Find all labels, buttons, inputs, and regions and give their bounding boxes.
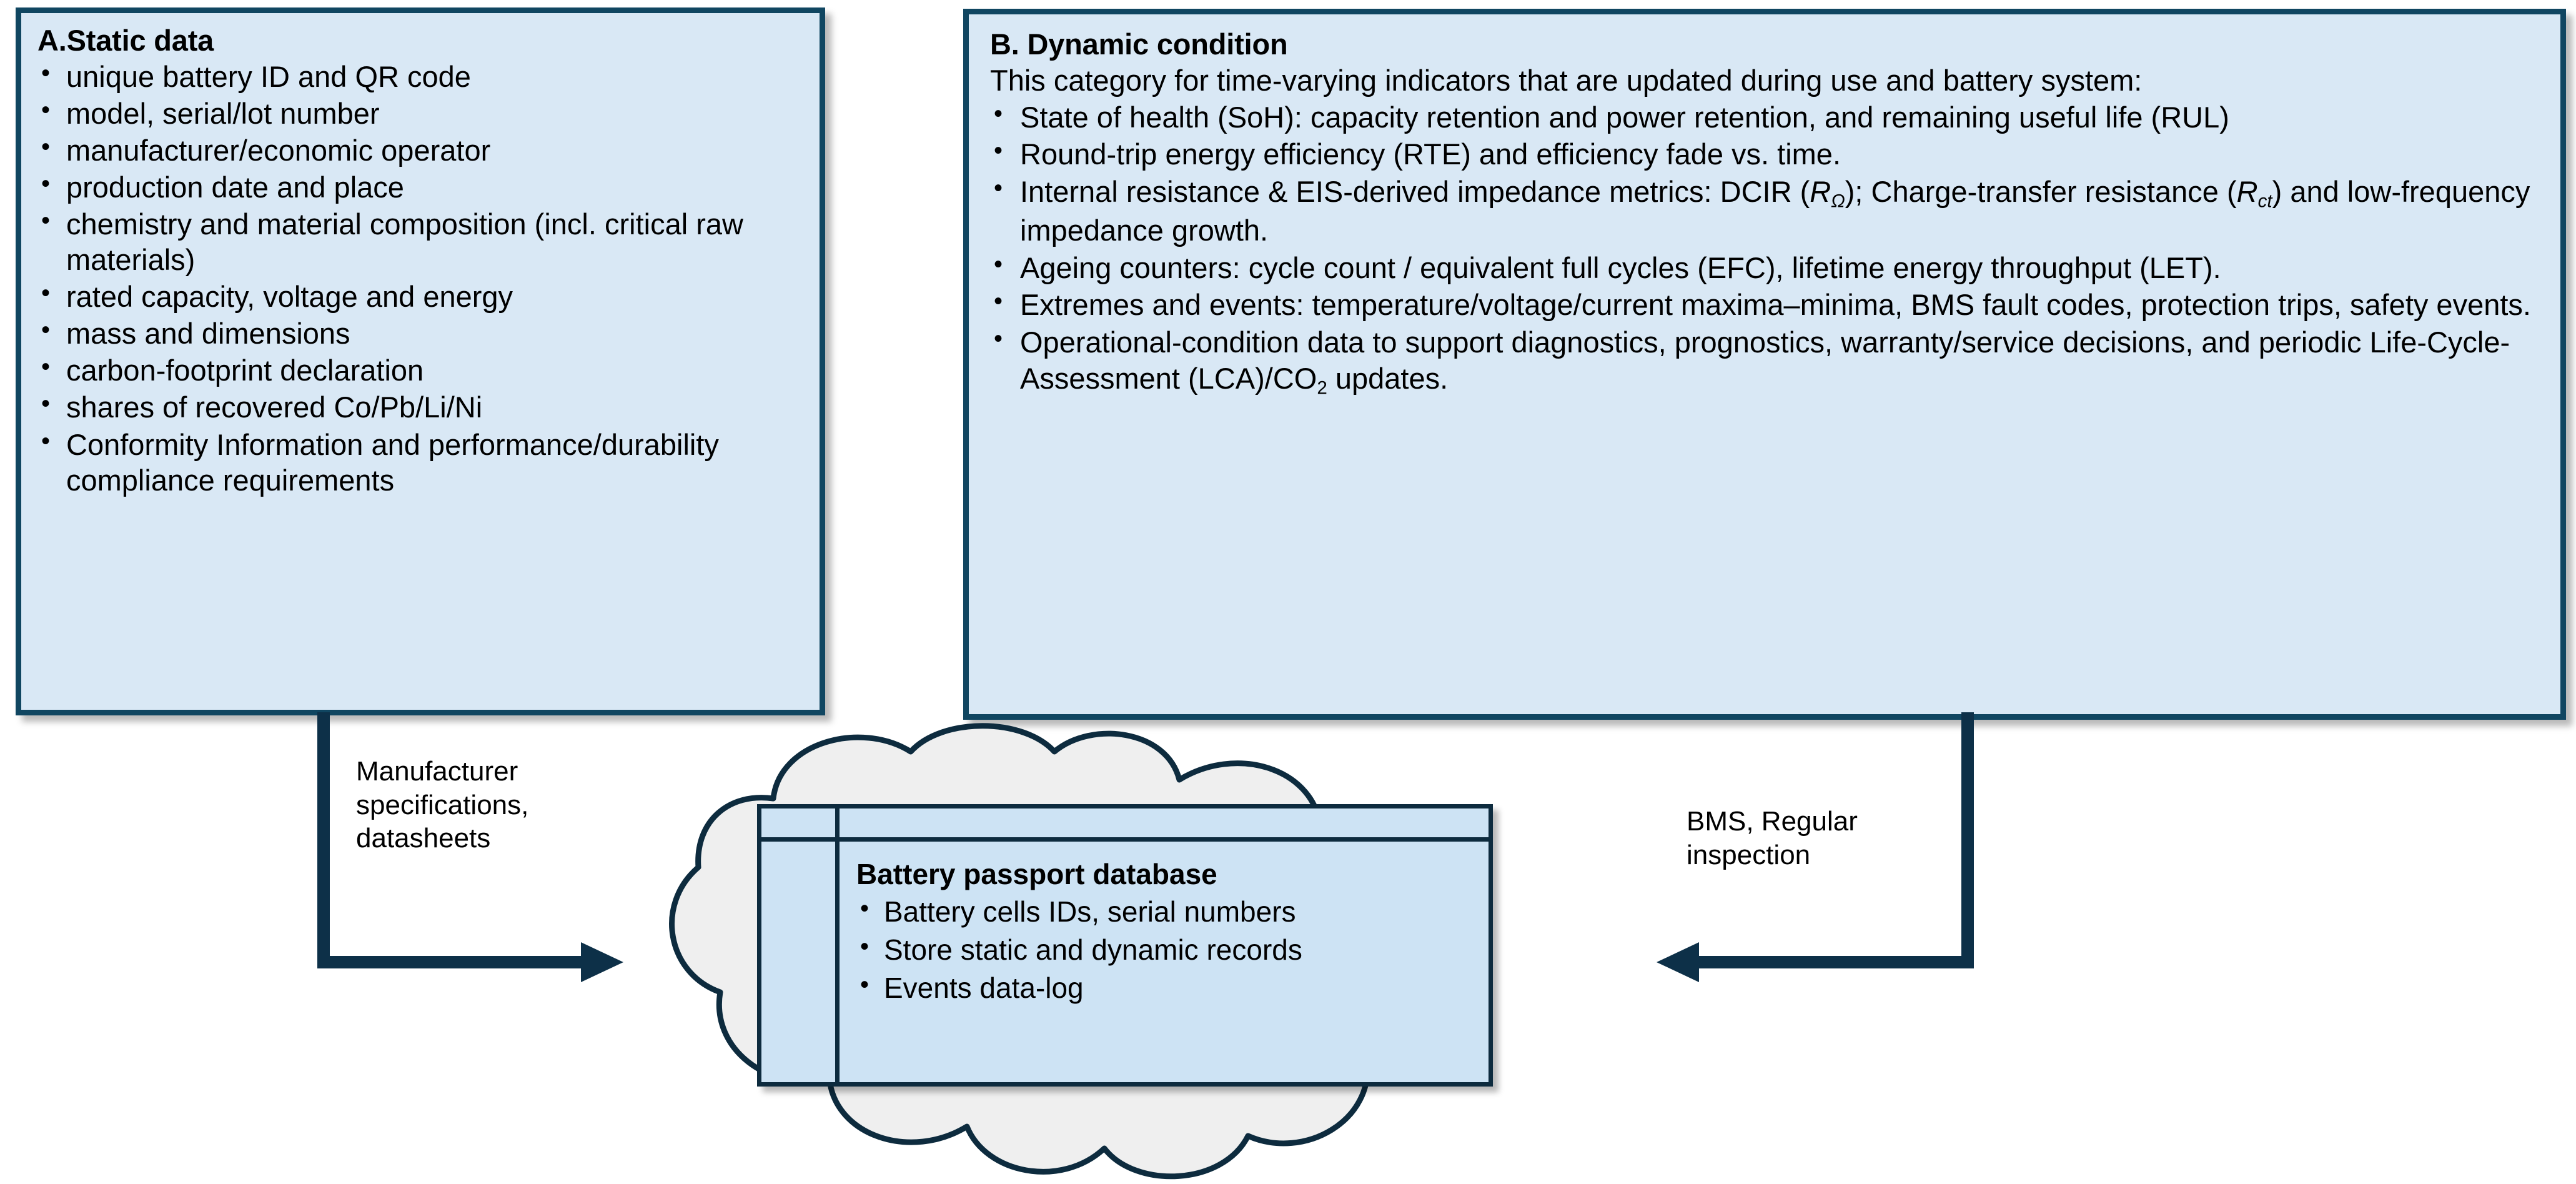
list-item: Extremes and events: temperature/voltage… [990, 286, 2542, 323]
list-item-operational: Operational-condition data to support di… [990, 324, 2542, 399]
box-b-title: B. Dynamic condition [990, 27, 1288, 61]
arrow-right-label: BMS, Regular inspection [1687, 806, 1858, 870]
arrow-left-label: Manufacturer specifications, datasheets [356, 756, 529, 854]
list-item-internal-resistance: Internal resistance & EIS-derived impeda… [990, 173, 2542, 249]
db-header-row [761, 808, 1489, 842]
db-bullet-list: Battery cells IDs, serial numbers Store … [856, 893, 1482, 1006]
list-item: model, serial/lot number [37, 95, 803, 131]
list-item: Battery cells IDs, serial numbers [856, 893, 1482, 930]
arrow-static-to-cloud [317, 712, 623, 982]
list-item: mass and dimensions [37, 315, 803, 351]
arrow-bms-to-cloud [1657, 712, 1974, 982]
list-item: production date and place [37, 169, 803, 205]
list-item: Round-trip energy efficiency (RTE) and e… [990, 136, 2542, 172]
db-content: Battery passport database Battery cells … [848, 850, 1482, 1082]
battery-passport-database-box: Battery passport database Battery cells … [757, 804, 1493, 1087]
list-item: Conformity Information and performance/d… [37, 426, 803, 498]
text-part: Internal resistance & EIS-derived impeda… [1020, 174, 1810, 208]
box-a-title: A.Static data [37, 24, 214, 57]
static-data-box: A.Static data unique battery ID and QR c… [16, 7, 825, 715]
box-b-bullet-list: State of health (SoH): capacity retentio… [990, 99, 2542, 399]
text-part: updates. [1327, 361, 1449, 395]
list-item: Ageing counters: cycle count / equivalen… [990, 249, 2542, 286]
list-item: State of health (SoH): capacity retentio… [990, 99, 2542, 136]
list-item: unique battery ID and QR code [37, 58, 803, 94]
text-part: ) and low-frequency impedance growth. [1020, 174, 2530, 247]
list-item: Store static and dynamic records [856, 932, 1482, 968]
list-item: chemistry and material composition (incl… [37, 206, 803, 277]
math-var-r: R [2236, 174, 2258, 208]
math-var-r: R [1810, 174, 1831, 208]
db-title: Battery passport database [856, 858, 1217, 890]
box-a-bullet-list: unique battery ID and QR code model, ser… [37, 58, 803, 498]
db-column-divider [835, 808, 840, 1082]
list-item: shares of recovered Co/Pb/Li/Ni [37, 389, 803, 425]
math-subscript-ct: ct [2257, 191, 2272, 212]
box-b-intro: This category for time-varying indicator… [990, 63, 2143, 97]
list-item: carbon-footprint declaration [37, 352, 803, 388]
list-item: Events data-log [856, 970, 1482, 1006]
math-subscript-omega: Ω [1831, 191, 1845, 212]
list-item: rated capacity, voltage and energy [37, 278, 803, 314]
text-part: ); Charge-transfer resistance ( [1845, 174, 2237, 208]
dynamic-condition-box: B. Dynamic condition This category for t… [963, 9, 2566, 720]
list-item: manufacturer/economic operator [37, 132, 803, 168]
subscript-two: 2 [1317, 377, 1327, 398]
text-part: Operational-condition data to support di… [1020, 326, 2510, 395]
